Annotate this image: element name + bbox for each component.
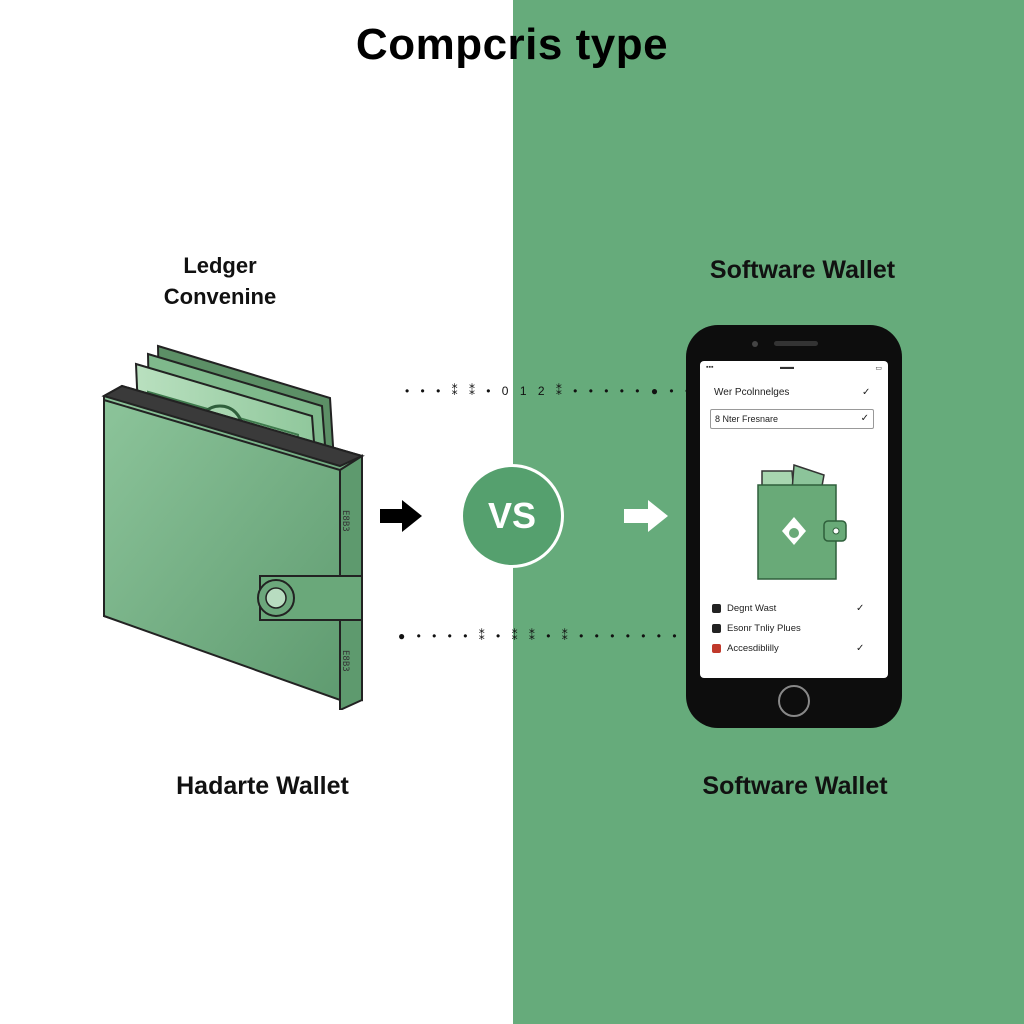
list-item[interactable]: Accesdiblilly — [712, 643, 779, 654]
screen-input-value: 8 Nter Fresnare — [715, 414, 779, 424]
list-item-label: Degnt Wast — [727, 603, 777, 614]
signal-icon: ▪▪▪ — [706, 364, 714, 371]
vs-badge: VS — [460, 464, 564, 568]
hardware-top-label-line2: Convenine — [163, 284, 277, 309]
hardware-bottom-label: Hadarte Wallet — [176, 772, 349, 800]
smartphone-illustration: ▪▪▪ ▬▬ ▭ Wer Pcolnnelges ✓ 8 Nter Fresna… — [686, 325, 902, 728]
status-bar: ▪▪▪ ▬▬ ▭ — [700, 361, 888, 375]
camera-icon — [752, 341, 758, 347]
list-item-label: Accesdiblilly — [727, 643, 779, 654]
arrow-right-icon-white — [624, 500, 668, 532]
hardware-wallet-illustration: $ — [101, 344, 365, 710]
check-icon: ✓ — [856, 643, 865, 654]
software-bottom-label: Software Wallet — [702, 772, 888, 800]
wallet-app-icon — [757, 463, 847, 580]
software-top-label: Software Wallet — [709, 256, 896, 284]
speaker-grille — [774, 341, 818, 346]
connector-dotted-line-bottom: ● • • • • ⁑ • ⁑ ⁑ • ⁑ • • • • • • • • ● — [398, 629, 715, 643]
screen-heading: Wer Pcolnnelges — [714, 387, 790, 398]
check-icon: ✓ — [860, 413, 869, 424]
home-button[interactable] — [778, 685, 810, 717]
list-item-label: Esonr Tnliy Plues — [727, 623, 801, 634]
list-item[interactable]: Esonr Tnliy Plues — [712, 623, 801, 634]
hardware-top-label-line1: Ledger — [183, 253, 257, 278]
screen-input-field[interactable]: 8 Nter Fresnare ✓ — [710, 409, 874, 429]
alert-bullet-icon — [712, 643, 721, 653]
bullet-icon — [712, 623, 721, 633]
wallet-side-mark-upper: E8B3 — [340, 510, 350, 532]
hardware-top-label: Ledger Convenine — [110, 250, 330, 312]
list-item[interactable]: Degnt Wast — [712, 603, 776, 614]
phone-screen: ▪▪▪ ▬▬ ▭ Wer Pcolnnelges ✓ 8 Nter Fresna… — [700, 361, 888, 678]
wallet-side-mark-lower: E8B3 — [340, 650, 350, 672]
clock-icon: ▬▬ — [780, 364, 794, 371]
arrow-right-icon — [380, 500, 422, 532]
check-icon: ✓ — [862, 387, 871, 398]
battery-icon: ▭ — [875, 365, 882, 372]
bullet-icon — [712, 603, 721, 613]
connector-dotted-line-top: • • • ⁑ ⁑ • 0 1 2 ⁑ • • • • • ● • • • • … — [405, 384, 740, 398]
check-icon: ✓ — [856, 603, 865, 614]
page-title: Compcris type — [355, 20, 669, 69]
